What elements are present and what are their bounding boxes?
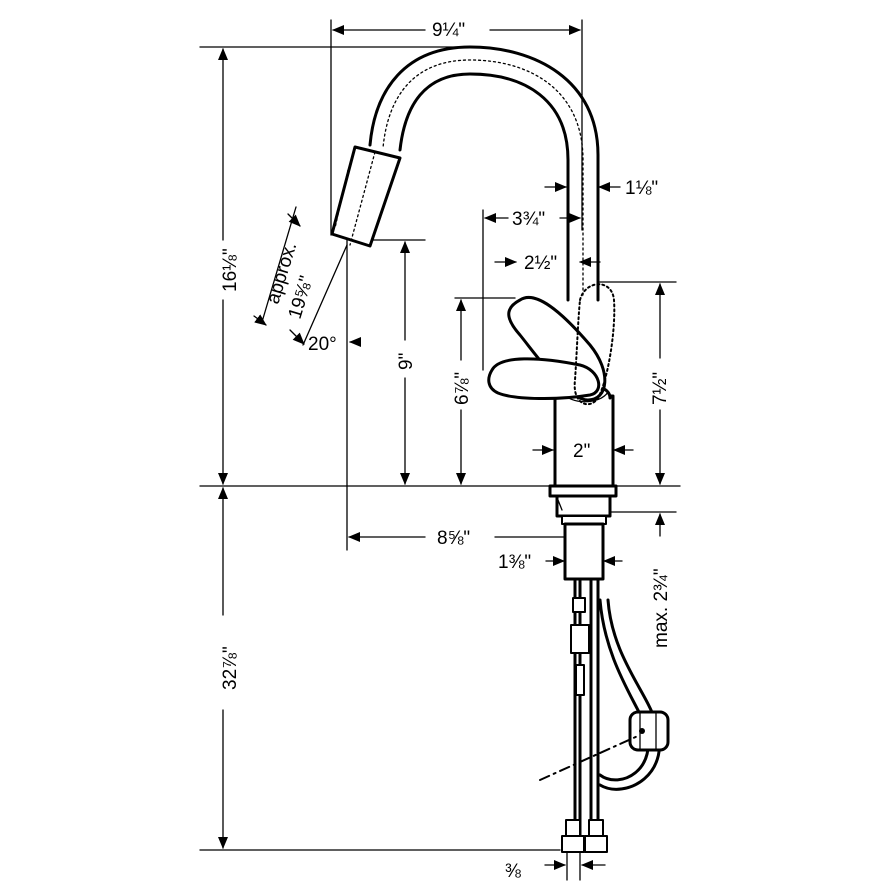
dim-body-height: 7½"	[650, 372, 671, 405]
dim-spray-angle: 20°	[308, 334, 337, 355]
faucet-spout	[330, 45, 600, 302]
dim-lever-reach: 3¾"	[512, 209, 545, 230]
dim-hose-length: 32⅞"	[220, 646, 241, 690]
dim-body-diameter: 2"	[573, 441, 590, 462]
extension-lines	[199, 19, 681, 881]
dim-lever-offset: 2½"	[524, 253, 557, 274]
faucet-base-shank	[539, 484, 670, 853]
dim-lever-height: 6⅞"	[452, 372, 473, 405]
dim-overall-height: 16⅛"	[220, 248, 241, 292]
dim-connection-size: ⅜	[505, 861, 521, 882]
dim-spout-diameter: 1⅛"	[625, 178, 658, 199]
dim-max-deck: max. 2¾"	[651, 568, 672, 648]
dim-spout-reach: 8⅝"	[437, 528, 470, 549]
dimension-arrows	[218, 25, 665, 870]
dim-spout-reach-top: 9¼"	[432, 20, 465, 41]
dim-spout-clearance: 9"	[396, 353, 417, 370]
faucet-body	[487, 283, 616, 488]
dim-shank-diameter: 1⅜"	[498, 552, 531, 573]
